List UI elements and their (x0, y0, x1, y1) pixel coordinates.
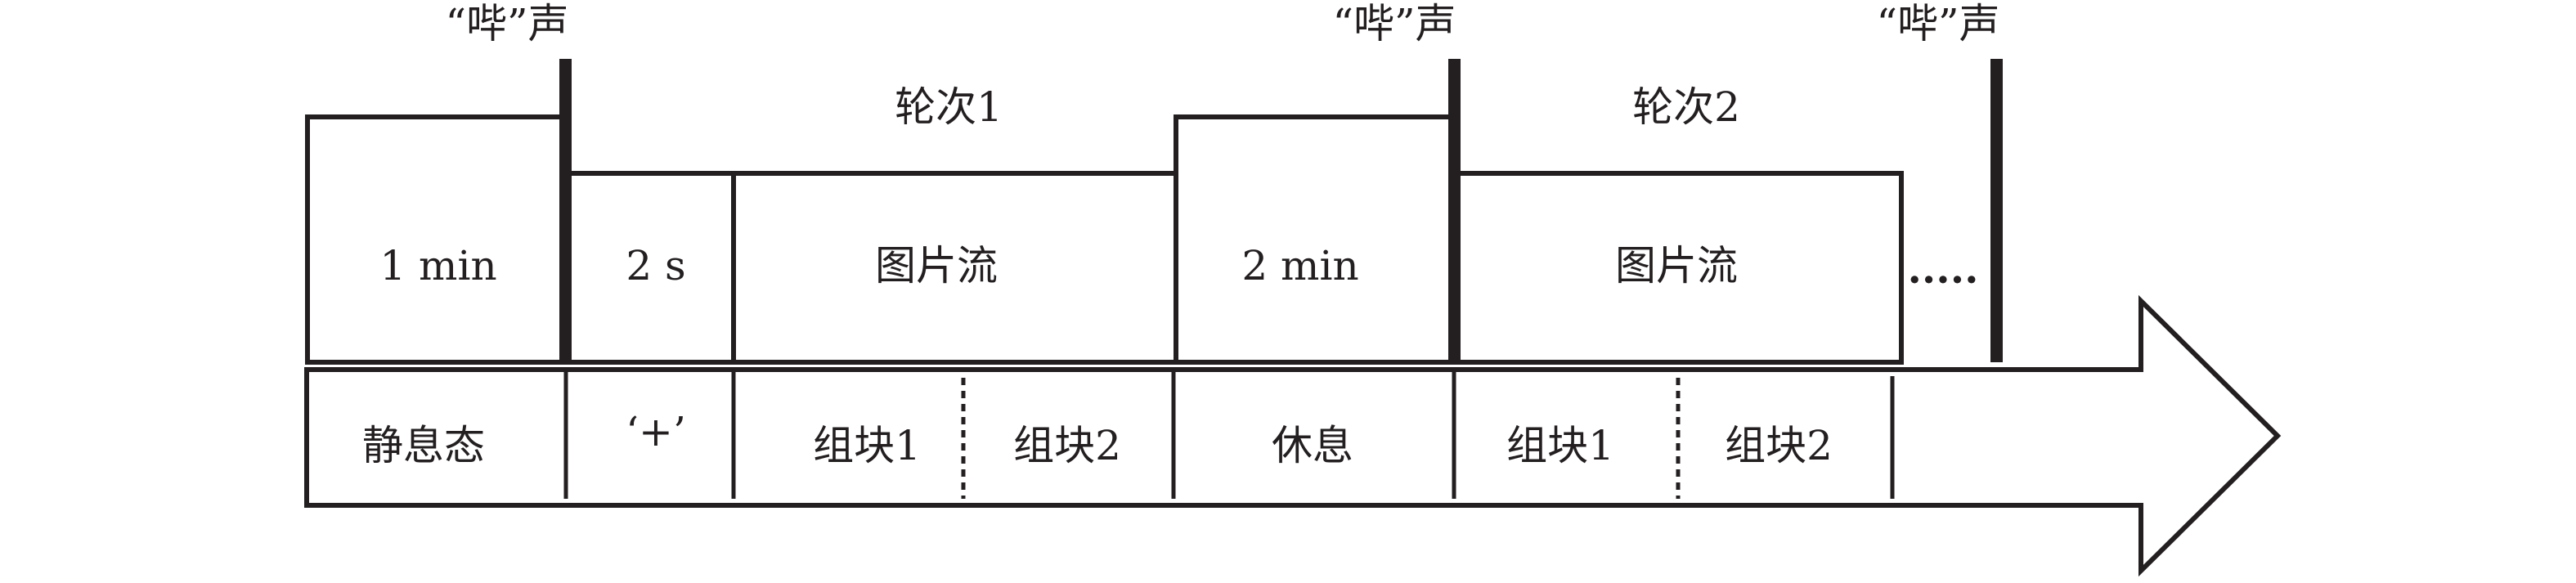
beep-marker-bar (559, 59, 572, 362)
timeline-label-fixation: ‘+’ (626, 408, 686, 455)
beep-label: “哔”声 (1332, 0, 1456, 47)
beep-marker-bar (1448, 59, 1461, 362)
resting-box (305, 114, 568, 365)
timeline-label-block: 组块1 (813, 422, 921, 469)
resting-duration-label: 1 min (379, 242, 496, 289)
rest-duration-label: 2 min (1241, 242, 1358, 289)
timeline-label-block: 组块2 (1013, 422, 1121, 469)
timeline-arrow (304, 294, 2282, 577)
picture-stream-label: 图片流 (1615, 242, 1738, 289)
timeline-label-resting: 静息态 (362, 422, 485, 469)
timeline-label-rest: 休息 (1272, 422, 1353, 469)
beep-label: “哔”声 (1876, 0, 1999, 47)
continuation-dots: ..... (1907, 244, 1978, 293)
round-label: 轮次2 (1632, 83, 1740, 131)
fixation-duration-label: 2 s (626, 242, 685, 289)
timeline-label-block: 组块2 (1725, 422, 1833, 469)
beep-marker-bar (1990, 59, 2003, 362)
beep-label: “哔”声 (445, 0, 568, 47)
timeline-label-block: 组块1 (1506, 422, 1614, 469)
rest-box (1174, 114, 1456, 365)
round-label: 轮次1 (895, 83, 1003, 131)
picture-stream-label: 图片流 (875, 242, 998, 289)
